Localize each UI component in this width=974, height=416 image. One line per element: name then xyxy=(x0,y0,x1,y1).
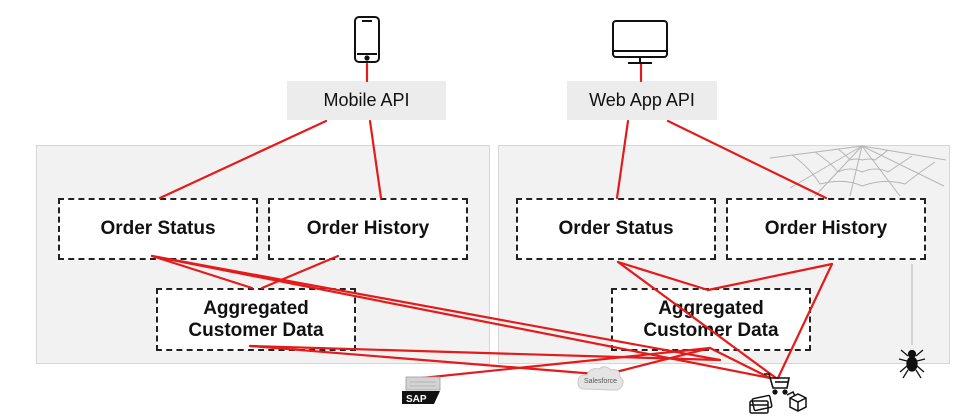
left-order-status-box[interactable]: Order Status xyxy=(58,198,258,260)
left-aggregated-customer-data-box[interactable]: Aggregated Customer Data xyxy=(156,288,356,351)
credit-cards-icon xyxy=(749,394,773,414)
right-aggregated-line1: Aggregated xyxy=(658,297,764,319)
left-aggregated-line2: Customer Data xyxy=(188,319,324,341)
connector-right-status-to-history-aggregate xyxy=(616,260,710,292)
connector-mobile-api-to-order-status xyxy=(158,119,328,200)
connector-right-aggregated-to-commerce xyxy=(708,346,772,380)
connector-right-status-to-commerce xyxy=(616,260,778,380)
desktop-monitor-icon xyxy=(612,20,668,64)
shopping-cart-icon xyxy=(764,373,790,395)
left-order-status-label: Order Status xyxy=(100,218,216,239)
sap-label: SAP xyxy=(406,394,427,405)
connector-right-aggregated-to-salesforce xyxy=(610,346,712,375)
connector-left-aggregated-to-salesforce xyxy=(248,344,598,376)
spider-icon xyxy=(898,349,926,379)
web-app-api-box[interactable]: Web App API xyxy=(567,81,717,120)
connector-right-aggregated-to-sap xyxy=(420,346,712,380)
salesforce-cloud-icon: Salesforce xyxy=(577,366,624,391)
right-order-status-box[interactable]: Order Status xyxy=(516,198,716,260)
sap-logo-icon: SAP xyxy=(402,376,441,405)
connector-left-aggregated-to-commerce xyxy=(248,344,722,362)
left-order-history-box[interactable]: Order History xyxy=(268,198,468,260)
packages-icon xyxy=(786,390,807,412)
connector-left-status-to-commerce-2 xyxy=(150,254,722,362)
connector-right-history-to-commerce xyxy=(776,262,834,380)
smartphone-icon xyxy=(354,16,380,63)
left-aggregated-line1: Aggregated xyxy=(203,297,309,319)
right-order-history-box[interactable]: Order History xyxy=(726,198,926,260)
connector-left-status-to-aggregated xyxy=(150,254,254,290)
connector-web-api-to-order-status xyxy=(615,119,630,200)
connector-left-history-to-aggregated xyxy=(260,254,340,290)
web-app-api-label: Web App API xyxy=(589,90,695,110)
right-order-status-label: Order Status xyxy=(558,218,674,239)
left-order-history-label: Order History xyxy=(306,218,430,239)
connector-web-api-to-order-history xyxy=(666,119,828,200)
salesforce-label: Salesforce xyxy=(584,378,617,385)
mobile-api-label: Mobile API xyxy=(323,90,410,110)
mobile-api-box[interactable]: Mobile API xyxy=(287,81,446,120)
connector-right-history-to-aggregated xyxy=(706,262,834,292)
connector-mobile-api-to-order-history xyxy=(368,119,383,200)
right-order-history-label: Order History xyxy=(764,218,888,239)
